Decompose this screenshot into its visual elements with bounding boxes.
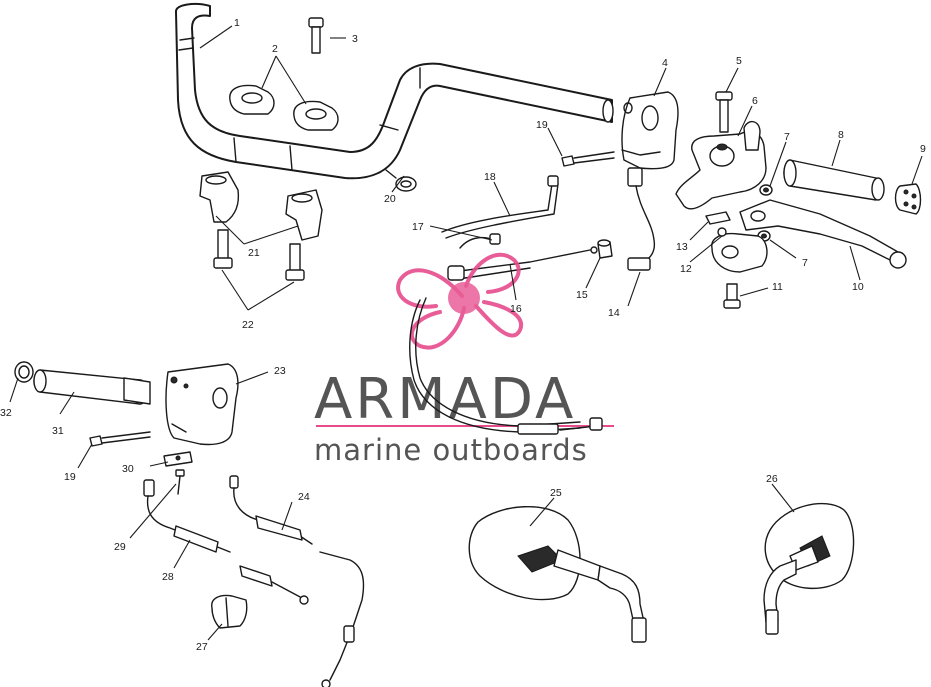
label-7-repeat: 7 <box>802 257 808 269</box>
propeller-logo-icon <box>396 252 524 350</box>
bolt-5 <box>715 91 733 133</box>
label-21: 21 <box>248 247 260 259</box>
riser-bolt-left <box>213 229 233 269</box>
clutch-lever <box>739 199 907 269</box>
clamp-27 <box>211 594 248 629</box>
label-5: 5 <box>736 55 742 67</box>
plate-30 <box>163 451 193 467</box>
part-number-labels: 1 2 3 4 5 6 7 8 9 10 11 12 13 14 15 16 1… <box>0 17 926 653</box>
label-19-repeat: 19 <box>64 471 76 483</box>
upper-clamp-right <box>293 100 339 131</box>
handlebar <box>175 3 614 180</box>
label-28: 28 <box>162 571 174 583</box>
label-3: 3 <box>352 33 358 45</box>
label-8: 8 <box>838 129 844 141</box>
label-15: 15 <box>576 289 588 301</box>
riser-left <box>199 171 240 223</box>
riser-bolt-right <box>285 243 305 281</box>
bar-end-32 <box>14 361 34 383</box>
label-31: 31 <box>52 425 64 437</box>
label-9: 9 <box>920 143 926 155</box>
throttle-cable <box>229 475 365 687</box>
screw-29 <box>175 469 185 495</box>
label-2: 2 <box>272 43 278 55</box>
label-29: 29 <box>114 541 126 553</box>
left-grip <box>33 369 151 405</box>
label-13: 13 <box>676 241 688 253</box>
cap-15 <box>597 239 613 259</box>
label-25: 25 <box>550 487 562 499</box>
label-11: 11 <box>772 281 783 293</box>
label-24: 24 <box>298 491 310 503</box>
mirror-right <box>763 502 855 635</box>
label-30: 30 <box>122 463 134 475</box>
bolt-11 <box>723 283 741 309</box>
lever-bracket <box>675 121 767 210</box>
label-7: 7 <box>784 131 790 143</box>
switch-housing-left <box>165 363 239 446</box>
label-23: 23 <box>274 365 286 377</box>
switch-housing-right <box>621 91 679 170</box>
label-4: 4 <box>662 57 668 69</box>
label-17: 17 <box>412 221 424 233</box>
watermark-subtitle: marine outboards <box>314 433 588 467</box>
label-14: 14 <box>608 307 620 319</box>
upper-clamp-left <box>229 84 275 115</box>
shim-13 <box>705 211 731 225</box>
mirror-left <box>468 505 647 643</box>
switch-wire <box>627 167 656 271</box>
label-16: 16 <box>510 303 522 315</box>
label-22: 22 <box>242 319 254 331</box>
cable-18 <box>441 175 559 239</box>
label-10: 10 <box>852 281 864 293</box>
screw-19-right <box>561 151 615 167</box>
screw-19-left <box>89 431 151 447</box>
label-18: 18 <box>484 171 496 183</box>
clutch-cable <box>409 297 603 435</box>
label-6: 6 <box>752 95 758 107</box>
washer-12 <box>717 227 727 237</box>
label-20: 20 <box>384 193 396 205</box>
label-12: 12 <box>680 263 692 275</box>
right-grip <box>783 159 885 201</box>
label-1: 1 <box>234 17 240 29</box>
nut-7-upper <box>759 184 773 196</box>
cable-28 <box>143 479 309 605</box>
label-19: 19 <box>536 119 548 131</box>
bolt-3 <box>308 17 324 54</box>
label-26: 26 <box>766 473 778 485</box>
label-27: 27 <box>196 641 208 653</box>
leader-lines <box>9 25 923 641</box>
cable-17 <box>459 233 501 249</box>
watermark-title: ARMADA <box>314 367 576 432</box>
bar-end-weight <box>894 183 922 215</box>
label-32: 32 <box>0 407 12 419</box>
armada-watermark: ARMADA marine outboards <box>314 252 614 467</box>
riser-right <box>285 189 323 241</box>
lever-clamp <box>711 232 768 273</box>
